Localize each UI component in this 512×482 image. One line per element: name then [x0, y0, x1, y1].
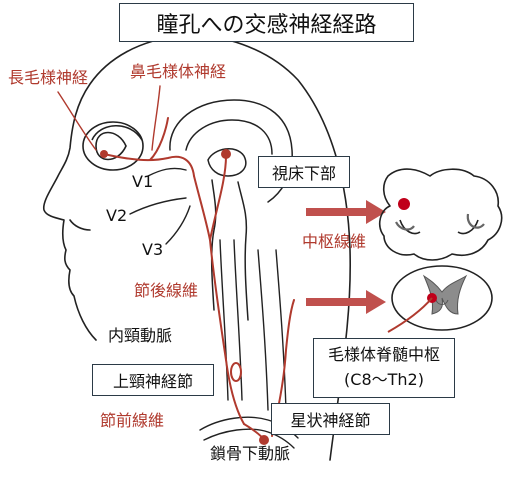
ciliospinal-center-label: 毛様体脊髄中枢 (C8～Th2): [313, 338, 455, 398]
v1-label: V1: [132, 172, 154, 191]
hypothalamus-nucleus: [221, 149, 231, 159]
superior-cervical-ganglion-node: [230, 362, 242, 382]
spinal-cord-section: [391, 265, 493, 331]
subclavian-artery-label: 鎖骨下動脈: [210, 444, 291, 463]
section-nuclei: [395, 213, 485, 231]
neck-vessels: [199, 239, 299, 449]
central-fiber-label: 中枢線維: [302, 232, 367, 251]
spinal-arrow: [306, 290, 386, 314]
ciliospinal-center-level: (C8～Th2): [344, 370, 424, 389]
stellate-ganglion-label: 星状神経節: [271, 403, 390, 435]
postganglionic-fiber-label: 節後線維: [134, 281, 199, 300]
hypothalamus-arrow: [306, 200, 386, 224]
v2-label: V2: [106, 206, 128, 225]
internal-carotid-label: 内頸動脈: [108, 326, 173, 345]
ciliospinal-leader: [387, 297, 433, 333]
diagram-title: 瞳孔への交感神経経路: [119, 3, 414, 42]
eye: [82, 121, 144, 171]
v3-label: V3: [142, 240, 164, 259]
trigeminal-pointers: [129, 167, 191, 245]
leader-lines: [57, 85, 161, 151]
nasociliary-nerve-label: 鼻毛様体神経: [130, 62, 227, 81]
hypothalamus-section: [378, 168, 503, 261]
preganglionic-fiber-label: 節前線維: [100, 411, 165, 430]
stellate-ganglion-node: [259, 435, 269, 445]
long-ciliary-nerve-label: 長毛様神経: [8, 68, 89, 87]
ciliospinal-center-name: 毛様体脊髄中枢: [327, 345, 440, 365]
superior-cervical-ganglion-label: 上頸神経節: [92, 364, 214, 396]
hypothalamus-label: 視床下部: [258, 156, 350, 188]
hypothalamus-section-dot: [398, 198, 410, 210]
